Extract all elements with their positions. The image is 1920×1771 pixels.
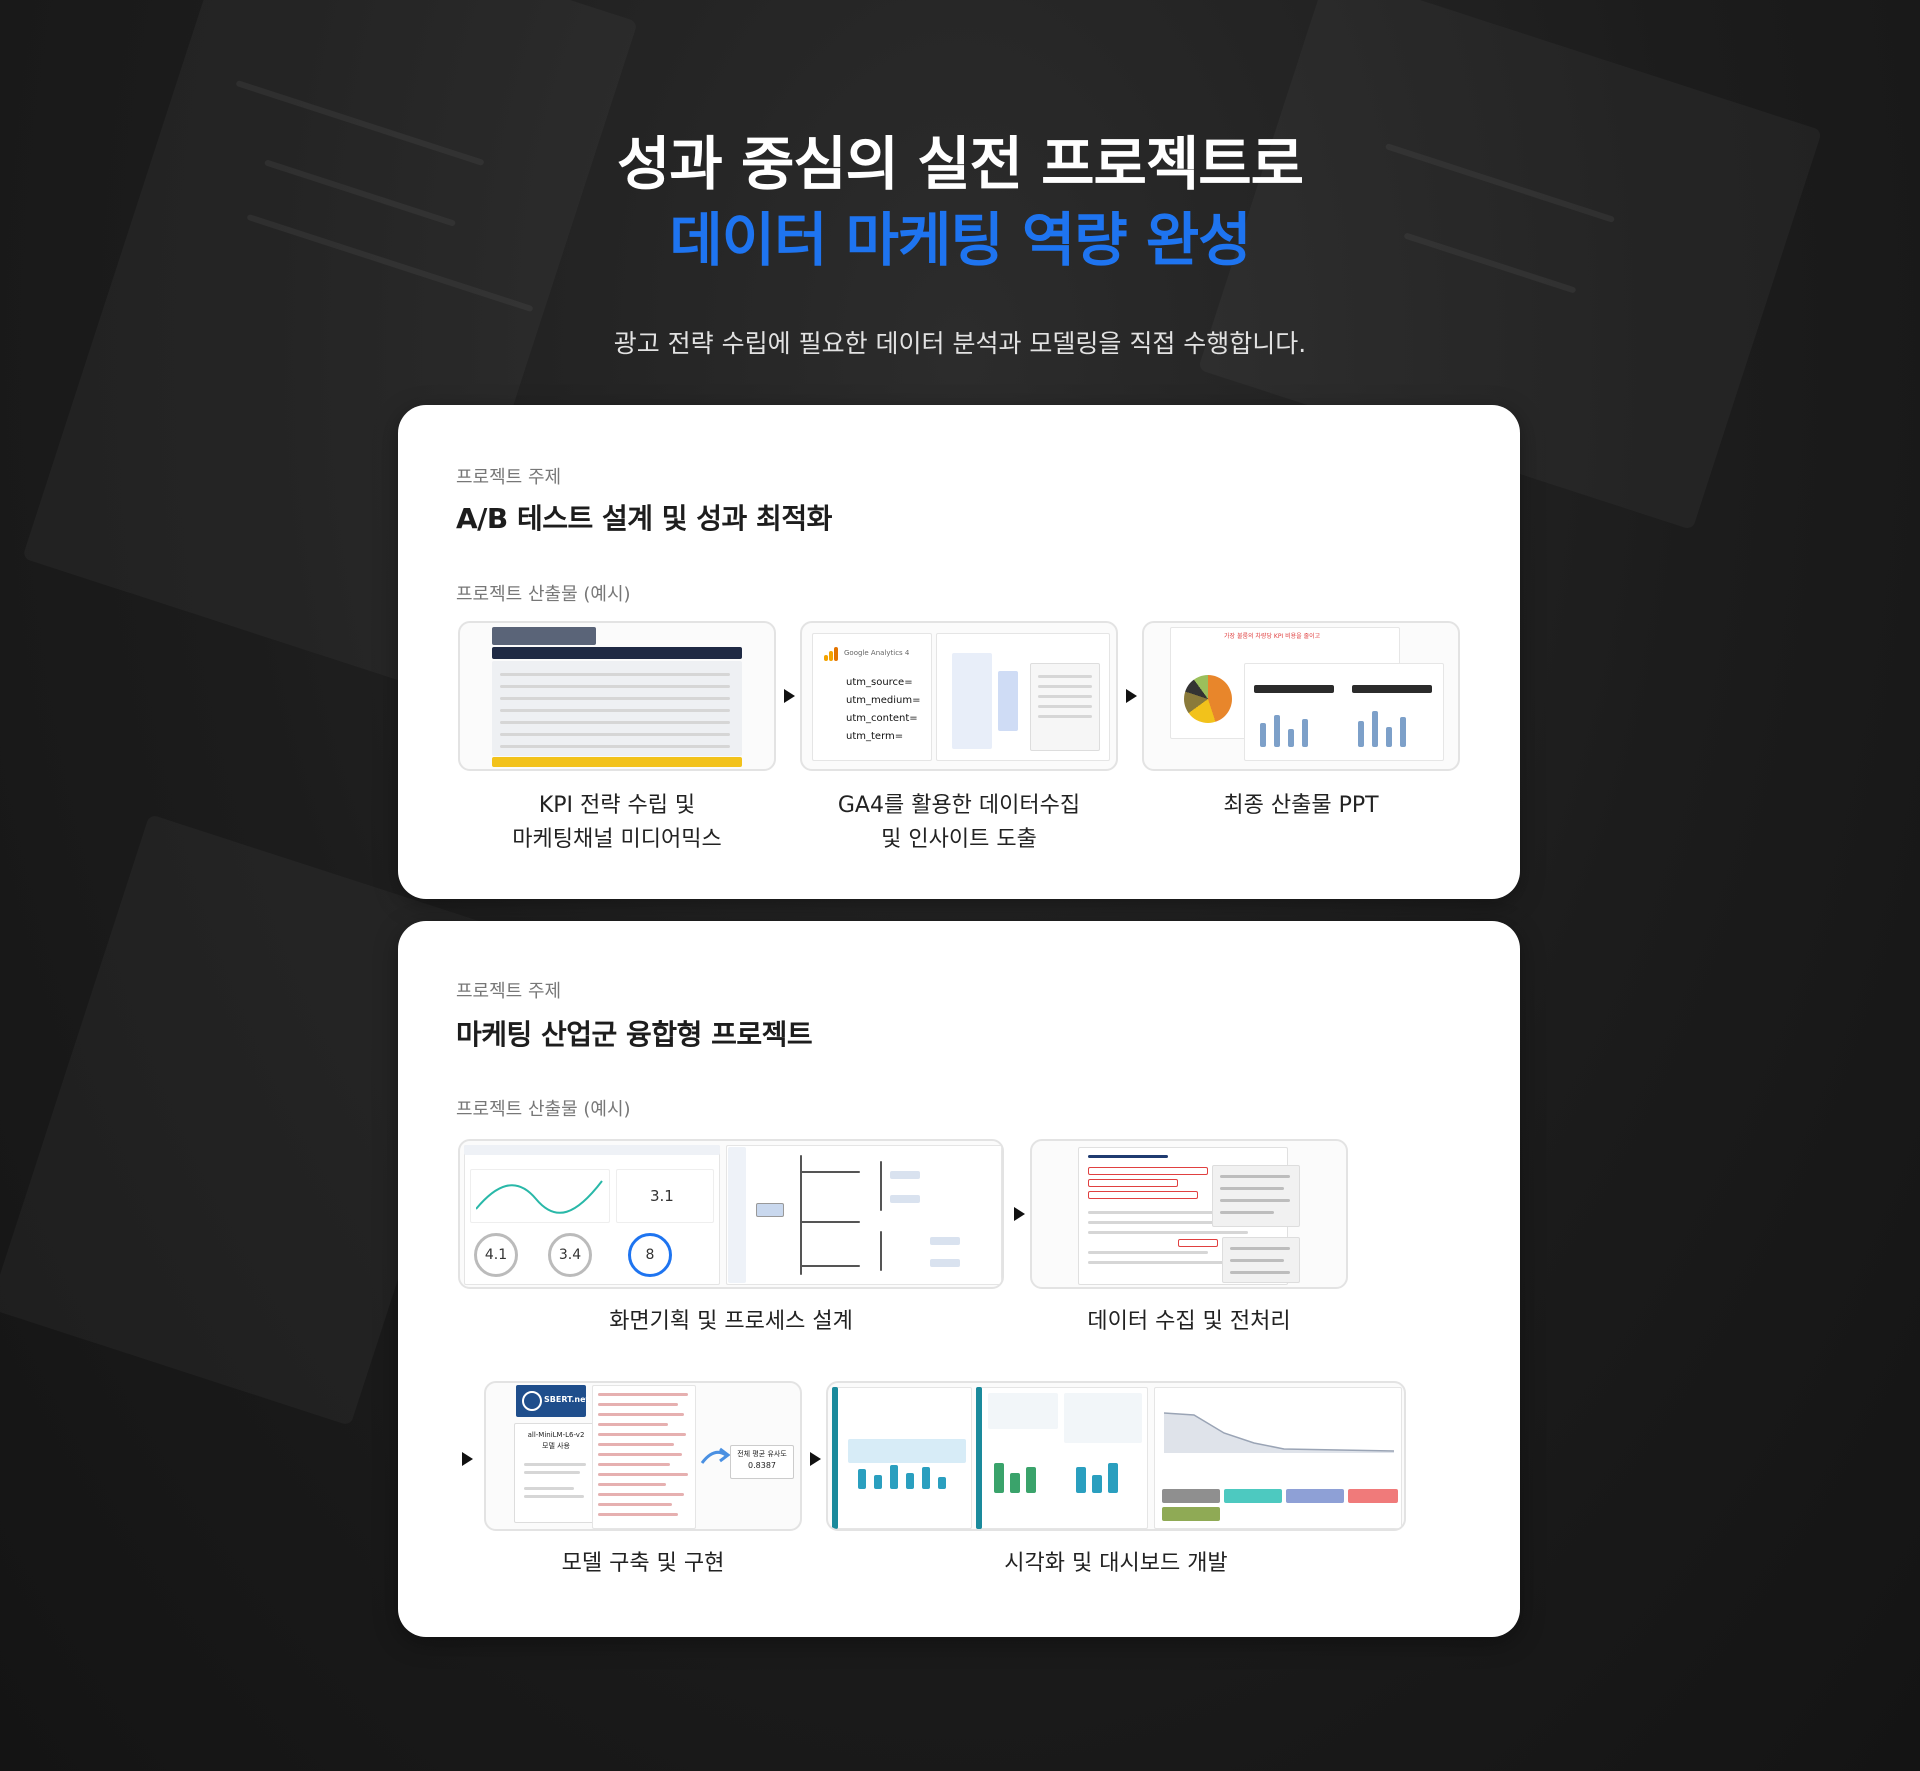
arrow-right-icon [1014,1207,1025,1221]
pie-chart [1184,675,1232,723]
similarity-label: 전체 평균 유사도 [737,1450,787,1458]
deliverable-caption: 최종 산출물 PPT [1142,789,1460,823]
project-topic-label: 프로젝트 주제 [456,981,562,1002]
line-chart [476,1180,603,1214]
area-chart [1164,1412,1394,1453]
caption-line: KPI 전략 수립 및 [538,793,696,818]
arrow-right-icon [810,1452,821,1466]
deliverable-caption: 시각화 및 대시보드 개발 [1004,1551,1228,1576]
similarity-value: 0.8387 [748,1461,776,1470]
curved-arrow-icon [700,1447,730,1464]
hero-section: 성과 중심의 실전 프로젝트로 데이터 마케팅 역량 완성 광고 전략 수립에 … [0,128,1920,360]
deliverable-caption: 화면기획 및 프로세스 설계 [609,1309,853,1334]
deliverables-label: 프로젝트 산출물 (예시) [456,1099,631,1120]
ga4-logo-text: Google Analytics 4 [844,649,910,657]
deliverable-thumb-dashboard [826,1381,1406,1531]
deliverable-caption: 데이터 수집 및 전처리 [1087,1309,1291,1334]
metric-gauge: 4.1 [474,1233,518,1277]
arrow-right-icon [784,689,795,703]
arrow-right-icon [1126,689,1137,703]
hero-title: 성과 중심의 실전 프로젝트로 [617,130,1304,198]
deliverable-thumb-ga4: Google Analytics 4 utm_source= utm_mediu… [800,621,1118,771]
deliverable-thumb-model: SBERT.net all-MiniLM-L6-v2 모델 사용 전체 평균 유… [484,1381,802,1531]
metric-gauge: 8 [628,1233,672,1277]
caption-line: 마케팅채널 미디어믹스 [512,827,722,852]
project-title: A/B 테스트 설계 및 성과 최적화 [456,502,832,535]
caption-line: 및 인사이트 도출 [881,827,1037,852]
ga4-param: utm_term= [846,731,904,742]
ga4-param: utm_medium= [846,695,921,706]
caption-line: 최종 산출물 PPT [1223,793,1379,818]
ppt-title: 가장 불룸의 차량당 KPI 비용을 줄이고 [1224,633,1321,640]
metric-gauge: 3.4 [548,1233,592,1277]
project-card-convergence: 프로젝트 주제 마케팅 산업군 융합형 프로젝트 프로젝트 산출물 (예시) 3… [398,921,1520,1637]
deliverables-label: 프로젝트 산출물 (예시) [456,584,631,605]
project-topic-label: 프로젝트 주제 [456,467,562,488]
model-name: all-MiniLM-L6-v2 [527,1431,585,1439]
sbert-logo-icon [522,1391,542,1411]
project-title: 마케팅 산업군 융합형 프로젝트 [456,1018,813,1051]
ga4-param: utm_content= [846,713,918,724]
deliverable-thumb-screen-plan: 3.1 4.1 3.4 8 [458,1139,1004,1289]
deliverable-thumb-kpi-table [458,621,776,771]
hero-title-highlight: 데이터 마케팅 역량 완성 [669,206,1251,274]
hero-subtitle: 광고 전략 수립에 필요한 데이터 분석과 모델링을 직접 수행합니다. [613,329,1307,358]
kpi-value: 3.1 [650,1187,674,1205]
model-label: 모델 사용 [542,1442,570,1450]
sbert-logo-text: SBERT.net [544,1395,590,1404]
deliverable-thumb-data-collection [1030,1139,1348,1289]
deliverable-caption: 모델 구축 및 구현 [561,1551,725,1576]
project-card-ab-test: 프로젝트 주제 A/B 테스트 설계 및 성과 최적화 프로젝트 산출물 (예시… [398,405,1520,899]
deliverable-caption: KPI 전략 수립 및 마케팅채널 미디어믹스 [458,789,776,857]
ga4-logo-icon [824,647,840,661]
deliverable-thumb-ppt: 가장 불룸의 차량당 KPI 비용을 줄이고 [1142,621,1460,771]
arrow-right-icon [462,1452,473,1466]
caption-line: GA4를 활용한 데이터수집 [837,793,1081,818]
deliverable-caption: GA4를 활용한 데이터수집 및 인사이트 도출 [800,789,1118,857]
ga4-param: utm_source= [846,677,913,688]
